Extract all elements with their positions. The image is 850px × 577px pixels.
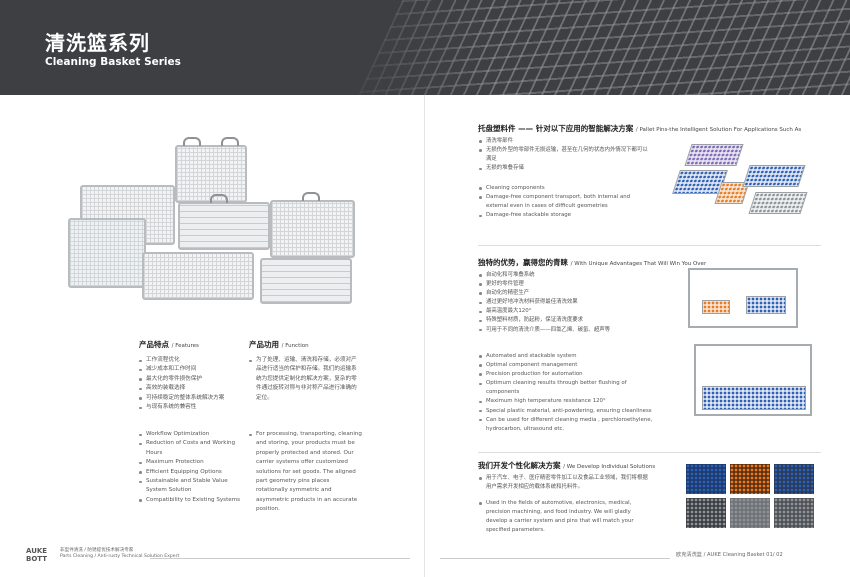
list-item: Precision production for automation xyxy=(478,370,658,379)
list-item: Optimum cleaning results through better … xyxy=(478,379,658,397)
features-heading-cn: 产品特点 xyxy=(139,340,169,349)
function-heading-cn: 产品功用 xyxy=(249,340,279,349)
list-item: Workflow Optimization xyxy=(139,430,243,439)
features-heading-en: / Features xyxy=(171,343,199,349)
list-item: For processing, transporting, cleaning a… xyxy=(249,430,362,515)
list-item: 工作流程优化 xyxy=(139,356,249,365)
advantages-list-en: Automated and stackable system Optimal c… xyxy=(478,352,658,434)
function-heading: 产品功用 / Function xyxy=(249,339,309,350)
footer-rule-left xyxy=(150,558,410,559)
list-item: 为了处理、运输、清洗和存储，必须对产品进行适当的保护和存储。我们的运输系统为您提… xyxy=(249,356,362,403)
list-item: Used in the fields of automotive, electr… xyxy=(478,499,648,535)
section-divider xyxy=(478,452,821,453)
basket-front-mid xyxy=(142,252,254,300)
list-item: Reduction of Costs and Working Hours xyxy=(139,439,243,458)
page-title-en: Cleaning Basket Series xyxy=(45,56,181,68)
pallet-heading: 托盘塑料件 —— 针对以下应用的智能解决方案 / Pallet Pins-the… xyxy=(478,124,802,133)
list-item: Automated and stackable system xyxy=(478,352,658,361)
list-item: 自动化的精密生产 xyxy=(478,289,678,298)
pallet-list-cn: 清洗零部件 无损伤外型的零部件无损运输，甚至在几何的状态内外情况下都可以满足 无… xyxy=(478,137,648,173)
list-item: 可用于不同的清洗介质——四氯乙烯、碳氢、超声等 xyxy=(478,326,678,335)
list-item: Compatibility to Existing Systems xyxy=(139,496,243,505)
list-item: 更好的零件管理 xyxy=(478,280,678,289)
section-divider xyxy=(478,245,821,246)
list-item: Special plastic material, anti-powdering… xyxy=(478,407,658,416)
brand-tagline: 非型件清洗 / 防锈提优技术解决专家 Parts Cleaning / Anti… xyxy=(60,548,180,559)
individual-list-en: Used in the fields of automotive, electr… xyxy=(478,499,648,535)
list-item: 减少成本和工作时间 xyxy=(139,365,249,374)
list-item: 通过更好地冲洗材料获得最佳清洗效果 xyxy=(478,298,678,307)
basket-right xyxy=(270,192,355,258)
list-item: Maximum Protection xyxy=(139,458,243,467)
footer-rule-right xyxy=(440,558,670,559)
list-item: Optimal component management xyxy=(478,361,658,370)
hero-baskets-image xyxy=(60,137,360,310)
features-list-en: Workflow Optimization Reduction of Costs… xyxy=(139,430,243,505)
list-item: 最大化的零件损伤保护 xyxy=(139,375,249,384)
advantages-list-cn: 自动化和可堆叠系统 更好的零件管理 自动化的精密生产 通过更好地冲洗材料获得最佳… xyxy=(478,271,678,335)
brand-logo: AUKE BOTT xyxy=(26,547,48,563)
list-item: Maximum high temperature resistance 120° xyxy=(478,397,658,406)
function-list-cn: 为了处理、运输、清洗和存储，必须对产品进行适当的保护和存储。我们的运输系统为您提… xyxy=(249,356,362,403)
features-heading: 产品特点 / Features xyxy=(139,339,199,350)
list-item: 特殊塑料材质，防起粉，保证清洗度要求 xyxy=(478,316,678,325)
page-footer-label: 欧克清洗篮 / AUKE Cleaning Basket 01/ 02 xyxy=(676,552,783,558)
basket-mid-solid xyxy=(178,194,270,250)
list-item: Damage-free stackable storage xyxy=(478,211,648,220)
basket-top xyxy=(175,137,247,203)
list-item: 高效的装载选择 xyxy=(139,384,249,393)
list-item: 无损伤外型的零部件无损运输，甚至在几何的状态内外情况下都可以满足 xyxy=(478,146,648,164)
function-list-en: For processing, transporting, cleaning a… xyxy=(249,430,362,515)
list-item: Damage-free component transport, both in… xyxy=(478,193,648,211)
list-item: 无损的堆叠存储 xyxy=(478,164,648,173)
list-item: 可持续稳定的整体系统解决方案 xyxy=(139,394,249,403)
basket-front-right xyxy=(260,258,352,304)
list-item: 与现有系统的兼容性 xyxy=(139,403,249,412)
page-title-cn: 清洗篮系列 xyxy=(45,31,150,55)
list-item: Can be used for different cleaning media… xyxy=(478,416,658,434)
list-item: Efficient Equipping Options xyxy=(139,468,243,477)
individual-list-cn: 用于汽车、电子、医疗精密零件加工以及食品工业领域，我们将根据用户需求开发相应的载… xyxy=(478,474,648,492)
pallet-list-en: Cleaning components Damage-free componen… xyxy=(478,184,648,220)
individual-heading: 我们开发个性化解决方案 / We Develop Individual Solu… xyxy=(478,461,656,470)
list-item: 自动化和可堆叠系统 xyxy=(478,271,678,280)
list-item: Sustainable and Stable Value System Solu… xyxy=(139,477,243,496)
header-banner xyxy=(0,0,850,95)
features-list-cn: 工作流程优化 减少成本和工作时间 最大化的零件损伤保护 高效的装载选择 可持续稳… xyxy=(139,356,249,412)
advantages-heading: 独特的优势，赢得您的青睐 / With Unique Advantages Th… xyxy=(478,258,707,267)
basket-front-left xyxy=(68,218,146,288)
list-item: 清洗零部件 xyxy=(478,137,648,146)
list-item: Cleaning components xyxy=(478,184,648,193)
list-item: 用于汽车、电子、医疗精密零件加工以及食品工业领域，我们将根据用户需求开发相应的载… xyxy=(478,474,648,492)
function-heading-en: / Function xyxy=(281,343,309,349)
page-spine xyxy=(424,95,425,577)
list-item: 最高温度最大120° xyxy=(478,307,678,316)
